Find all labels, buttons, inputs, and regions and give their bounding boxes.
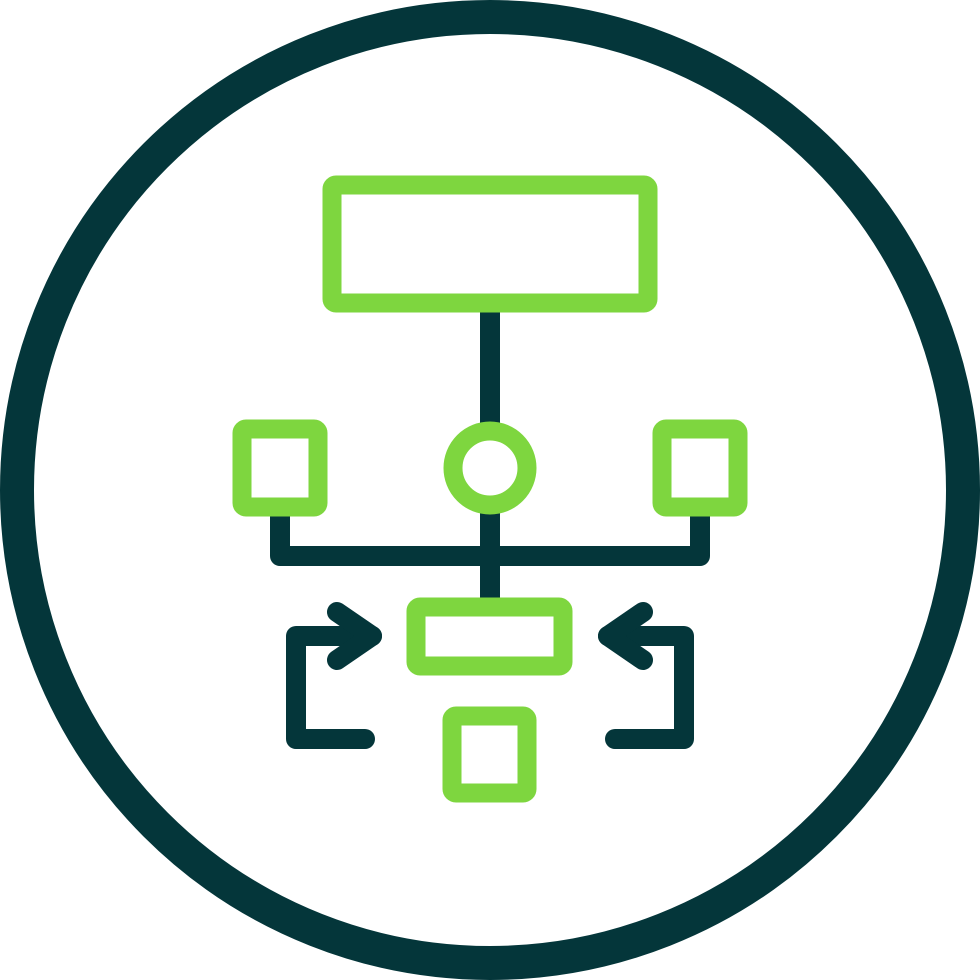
flow-nodes [232,175,748,803]
left-arrowhead [327,602,382,670]
top-process-box [322,175,658,313]
right-loop-path [598,626,694,749]
right-node-box [652,419,748,517]
left-loop-path [286,626,382,749]
right-arrowhead [598,602,653,670]
connector-lines [270,302,710,612]
branch-connector [270,504,710,566]
merge-process-box [406,597,573,676]
bottom-node-box [442,706,537,803]
right-loop-arrow [598,602,694,749]
left-loop-arrow [286,602,382,749]
center-decision-circle [443,421,537,515]
left-node-box [232,419,328,517]
